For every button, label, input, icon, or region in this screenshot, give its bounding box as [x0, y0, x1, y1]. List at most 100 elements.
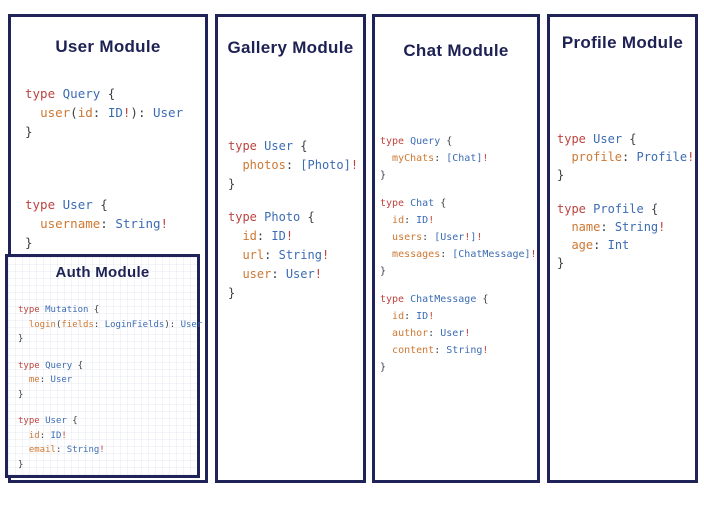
code-token-pu [380, 249, 392, 260]
code-token-bg: ! [122, 105, 131, 120]
code-area: type User { profile: Profile!}type Profi… [550, 130, 695, 272]
code-line: } [25, 233, 205, 252]
code-line: id: ID! [18, 429, 197, 444]
code-token-fi: id [28, 430, 40, 441]
code-token-pu: } [228, 286, 236, 300]
code-token-ty: String [446, 345, 483, 356]
code-line: } [380, 359, 537, 376]
code-area: type Query { user(id: ID!): User}type Us… [11, 84, 205, 252]
code-line: type User { [557, 130, 695, 148]
module-title: Auth Module [55, 264, 150, 281]
code-line: author: User! [380, 325, 537, 342]
code-token-pu [557, 238, 571, 252]
code-line: photos: [Photo]! [228, 156, 363, 175]
code-token-ty: [Photo] [300, 158, 351, 172]
code-token-ty: User [180, 319, 203, 330]
code-token-pu: } [380, 170, 387, 181]
code-token-pu: : [39, 375, 51, 385]
code-block: type Query { me: User} [18, 359, 197, 403]
code-line: id: ID! [380, 308, 537, 325]
code-line: type User { [228, 137, 363, 156]
code-token-pu [25, 216, 40, 231]
code-block: type Mutation { login(fields: LoginField… [18, 303, 202, 347]
code-line: id: ID! [228, 227, 363, 246]
code-token-ty: ID [107, 105, 123, 120]
code-token-pu: } [380, 362, 387, 373]
code-token-ty: User [45, 416, 67, 426]
code-token-pu [228, 158, 242, 172]
code-token-ty: [User [434, 232, 465, 243]
code-token-bg: ! [482, 345, 489, 356]
code-token-kw: type [18, 416, 40, 426]
code-token-pu: : [622, 150, 637, 164]
code-line: url: String! [228, 246, 363, 265]
code-token-ty: User [153, 105, 184, 120]
code-area: type User { photos: [Photo]!}type Photo … [218, 137, 363, 303]
code-token-kw: type [18, 305, 40, 315]
code-token-ty: String [614, 220, 659, 234]
code-token-bg: ! [464, 328, 471, 339]
code-line: } [380, 167, 537, 184]
code-token-pu: { [293, 139, 308, 153]
code-token-ty: User [50, 375, 73, 385]
code-token-fi: name [571, 220, 601, 234]
auth-module-box: Auth Module type Mutation { login(fields… [5, 254, 202, 478]
code-token-pu [18, 320, 29, 330]
code-line: type Profile { [557, 200, 695, 218]
code-block: type ChatMessage { id: ID! author: User!… [380, 291, 537, 376]
code-line: email: String! [18, 443, 197, 458]
code-token-kw: type [557, 202, 586, 216]
code-token-pu: { [434, 198, 447, 209]
code-token-ty: String [278, 248, 322, 262]
code-token-bg: ! [428, 215, 435, 226]
code-token-fi: author [392, 328, 429, 339]
code-token-ty: Query [62, 86, 101, 101]
code-line: } [228, 284, 363, 303]
code-token-fi: login [28, 319, 56, 330]
code-token-pu [18, 431, 29, 441]
code-token-pu: ): [130, 105, 153, 120]
code-token-pu [55, 197, 63, 212]
code-token-ty: ID [416, 215, 429, 226]
code-token-pu [380, 232, 392, 243]
code-token-pu: { [300, 210, 315, 224]
code-token-fi: user [242, 267, 272, 281]
code-token-fi: age [571, 238, 594, 252]
code-token-fi: myChats [392, 153, 435, 164]
code-token-bg: ! [530, 249, 537, 260]
code-token-pu: : [404, 311, 417, 322]
code-token-pu: : [92, 105, 108, 120]
code-token-ty: User [264, 139, 294, 153]
code-token-pu: : [93, 319, 105, 330]
code-token-pu [18, 375, 29, 385]
code-token-ty: Profile [593, 202, 644, 216]
code-token-ty: ChatMessage [410, 294, 477, 305]
code-token-pu: { [88, 305, 100, 315]
code-line: type Query { [380, 133, 537, 150]
code-token-pu: { [66, 416, 78, 426]
code-token-pu: ): [164, 319, 181, 330]
code-token-ty: ID [271, 229, 286, 243]
code-token-kw: type [228, 210, 257, 224]
code-block: type Query { myChats: [Chat]!} [380, 133, 537, 184]
code-token-ty: [Chat] [446, 153, 483, 164]
code-token-fi: photos [242, 158, 286, 172]
code-token-pu: : [428, 328, 441, 339]
code-token-kw: type [228, 139, 257, 153]
code-token-pu [228, 229, 242, 243]
code-token-ty: Query [410, 136, 441, 147]
code-token-ty: User [593, 132, 623, 146]
code-token-pu: } [228, 177, 236, 191]
code-token-pu [228, 267, 242, 281]
code-line: } [557, 254, 695, 272]
code-token-pu: ( [55, 319, 62, 330]
code-token-pu [380, 311, 392, 322]
code-token-fi: id [392, 215, 405, 226]
code-token-pu: : [434, 153, 447, 164]
code-token-pu: ( [70, 105, 78, 120]
code-token-bg: ! [350, 158, 359, 172]
chat-module-box: Chat Module type Query { myChats: [Chat]… [372, 14, 540, 483]
code-token-bg: ! [321, 248, 330, 262]
code-token-bg: ! [61, 430, 67, 441]
code-token-ty: [ChatMessage] [452, 249, 531, 260]
